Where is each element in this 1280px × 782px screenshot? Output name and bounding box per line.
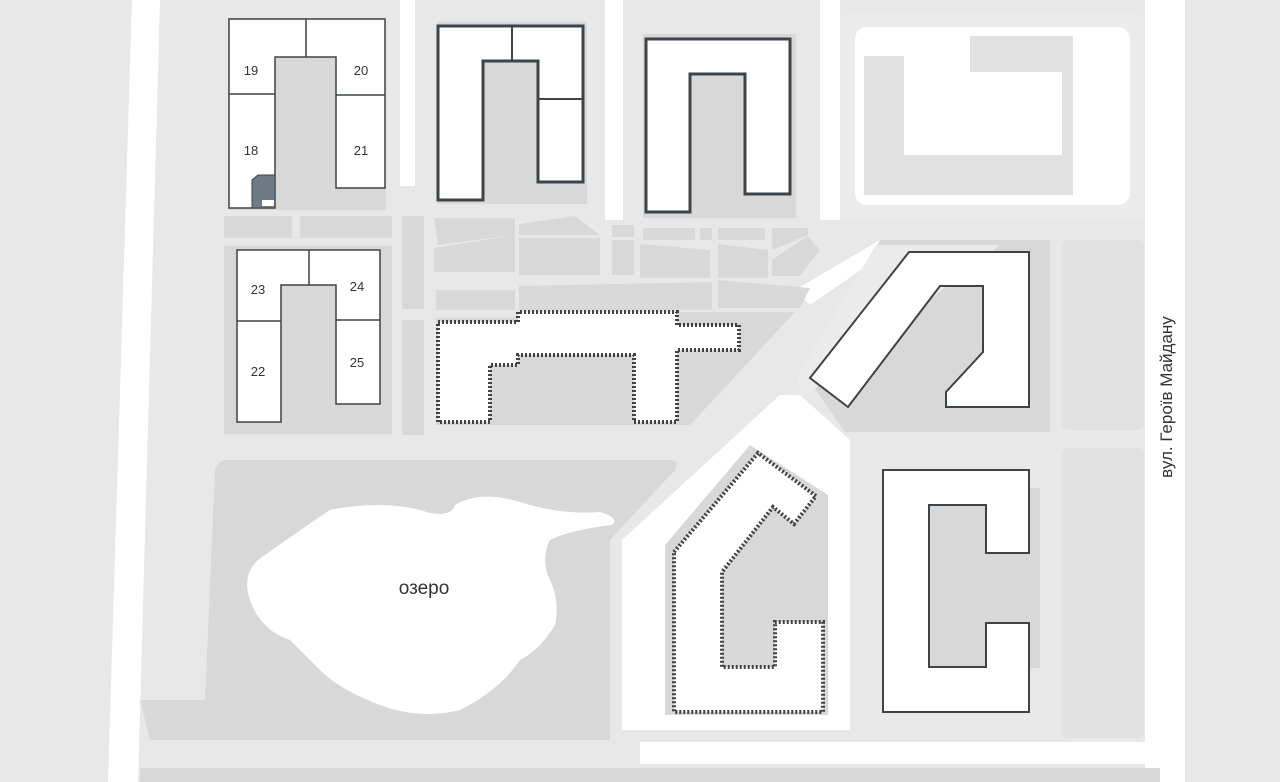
section-22[interactable]: 22 bbox=[251, 364, 265, 379]
roads bbox=[108, 0, 1185, 782]
section-20[interactable]: 20 bbox=[354, 63, 368, 78]
selected-apartment-highlight[interactable] bbox=[251, 174, 276, 209]
planned-building-block-8[interactable] bbox=[665, 445, 828, 715]
building-block-3[interactable] bbox=[643, 34, 796, 218]
section-23-label: 23 bbox=[251, 282, 265, 297]
lake-label: озеро bbox=[399, 578, 450, 599]
section-18[interactable]: 18 bbox=[244, 143, 258, 158]
section-24[interactable]: 24 bbox=[350, 279, 364, 294]
section-22-label: 22 bbox=[251, 364, 265, 379]
bottom-road bbox=[140, 768, 1160, 782]
walkways bbox=[224, 216, 820, 435]
section-19-label: 19 bbox=[244, 63, 258, 78]
building-sections-18-21: 19 20 18 21 bbox=[228, 18, 386, 210]
planned-building-block-6[interactable] bbox=[436, 310, 795, 425]
section-24-label: 24 bbox=[350, 279, 364, 294]
street-label: вул. Героїв Майдану bbox=[1157, 316, 1176, 478]
building-block-9[interactable] bbox=[858, 448, 1050, 740]
building-block-7[interactable] bbox=[798, 240, 1050, 432]
section-25-label: 25 bbox=[350, 355, 364, 370]
building-sections-22-25: 23 24 22 25 bbox=[224, 246, 392, 434]
section-19[interactable]: 19 bbox=[244, 63, 258, 78]
right-block-lower bbox=[1062, 448, 1144, 738]
building-block-2[interactable] bbox=[436, 22, 587, 204]
building-block-4 bbox=[840, 14, 1144, 220]
section-18-label: 18 bbox=[244, 143, 258, 158]
lake-area: озеро bbox=[140, 460, 677, 740]
section-21[interactable]: 21 bbox=[354, 143, 368, 158]
lake bbox=[247, 496, 615, 714]
section-20-label: 20 bbox=[354, 63, 368, 78]
section-23[interactable]: 23 bbox=[251, 282, 265, 297]
section-25[interactable]: 25 bbox=[350, 355, 364, 370]
right-block-upper bbox=[1062, 240, 1144, 430]
section-21-label: 21 bbox=[354, 143, 368, 158]
